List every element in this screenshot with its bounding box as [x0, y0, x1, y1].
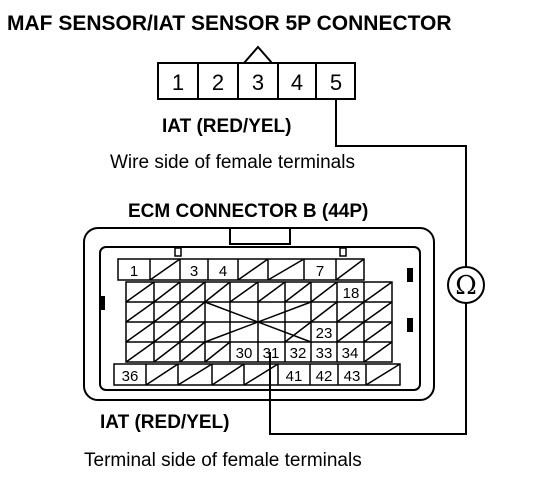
maf-pin-1: 1	[172, 70, 184, 95]
ecm-pin-3: 3	[190, 263, 198, 280]
ecm-pin-33: 33	[316, 345, 333, 362]
ecm-right-key-upper	[407, 268, 413, 282]
ecm-view-caption: Terminal side of female terminals	[84, 450, 362, 471]
ecm-connector: 1 3 4 7 18 23 30 31 32 33 34 36 41 42 43	[83, 227, 435, 401]
ecm-pin-36: 36	[122, 368, 139, 385]
test-leads	[269, 99, 467, 435]
ecm-right-key-lower	[407, 318, 413, 332]
maf-connector: 1 2 3 4 5	[157, 45, 356, 100]
ecm-pin-30: 30	[236, 345, 253, 362]
ecm-pin-43: 43	[344, 368, 361, 385]
ecm-pin-18: 18	[343, 285, 360, 302]
ecm-lock-tab	[229, 227, 291, 245]
maf-test-lead	[335, 99, 467, 267]
ecm-pin-41: 41	[286, 368, 303, 385]
ecm-pin-4: 4	[219, 263, 227, 280]
maf-connector-title: MAF SENSOR/IAT SENSOR 5P CONNECTOR	[7, 12, 452, 35]
maf-pin-5: 5	[330, 70, 342, 95]
ecm-pin-34: 34	[342, 345, 359, 362]
maf-view-caption: Wire side of female terminals	[110, 152, 355, 173]
maf-pin-3: 3	[252, 70, 264, 95]
ecm-test-lead	[269, 303, 467, 435]
maf-probe-label: IAT (RED/YEL)	[162, 116, 291, 137]
ecm-row-1	[117, 258, 365, 281]
ecm-bottom-row	[113, 363, 401, 386]
ecm-pin-7: 7	[316, 263, 324, 280]
maf-pin-2: 2	[212, 70, 224, 95]
ecm-probe-label: IAT (RED/YEL)	[100, 412, 229, 433]
ecm-pin-42: 42	[316, 368, 333, 385]
ecm-connector-title: ECM CONNECTOR B (44P)	[128, 201, 368, 222]
maf-connector-body	[157, 62, 356, 100]
ecm-pin-32: 32	[290, 345, 307, 362]
ecm-left-key	[99, 296, 105, 310]
ecm-inner-housing	[99, 246, 421, 391]
ohmmeter-icon: Ω	[447, 266, 485, 304]
ecm-pin-1: 1	[130, 263, 138, 280]
maf-lock-tab	[243, 45, 273, 64]
ohm-symbol: Ω	[455, 271, 477, 301]
ecm-pin-23: 23	[316, 325, 333, 342]
maf-pin-4: 4	[291, 70, 303, 95]
